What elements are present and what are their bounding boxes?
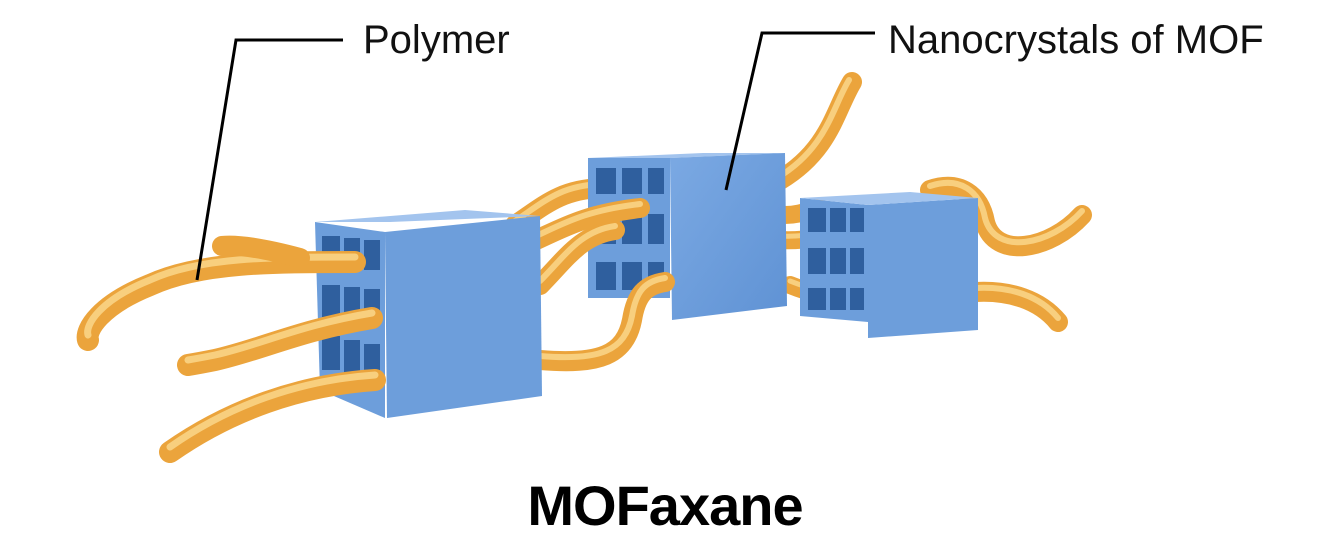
polymer-leader-line (195, 38, 343, 281)
diagram-title: MOFaxane (527, 474, 803, 537)
leader-lines (195, 31, 875, 281)
polymer-label: Polymer (363, 18, 510, 62)
nanocrystals-label: Nanocrystals of MOF (888, 18, 1264, 62)
polymer-strand (770, 72, 862, 190)
polymer-strands-middle (515, 198, 675, 372)
polymer-strand (212, 235, 310, 268)
polymer-strands-front (76, 235, 386, 463)
mof-nanocrystal-middle (588, 153, 787, 320)
mof-leader-line (724, 31, 875, 191)
mof-nanocrystal-right (800, 192, 978, 338)
polymer-strand (159, 369, 386, 463)
polymer-strand (177, 307, 383, 376)
